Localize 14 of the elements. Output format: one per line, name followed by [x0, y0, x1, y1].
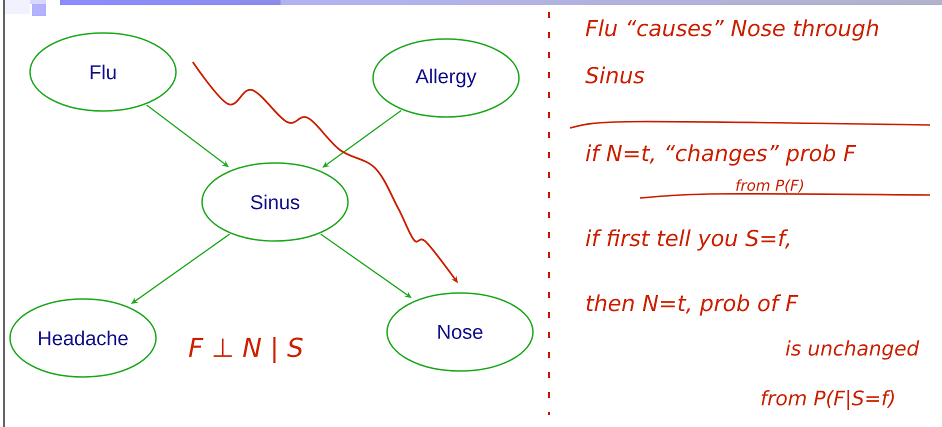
handwritten-note: if N=t, “changes” prob F: [586, 144, 856, 166]
handwritten-note: from P(F): [736, 179, 804, 193]
ellipse-node: Allergy: [372, 38, 520, 118]
ellipse-node: Nose: [386, 292, 534, 372]
ellipse-node: Sinus: [201, 162, 349, 242]
handwritten-note: if first tell you S=f,: [586, 229, 790, 251]
handwritten-note: then N=t, prob of F: [586, 294, 798, 316]
handwritten-note: is unchanged: [786, 340, 920, 360]
ellipse-node: Flu: [29, 32, 177, 112]
handwritten-formula: F ⊥ N | S: [188, 337, 303, 363]
ellipse-node: Headache: [9, 298, 157, 378]
handwritten-note: from P(F|S=f): [762, 390, 894, 410]
handwritten-note: Flu “causes” Nose through: [586, 19, 878, 41]
handwritten-note: Sinus: [585, 66, 644, 84]
